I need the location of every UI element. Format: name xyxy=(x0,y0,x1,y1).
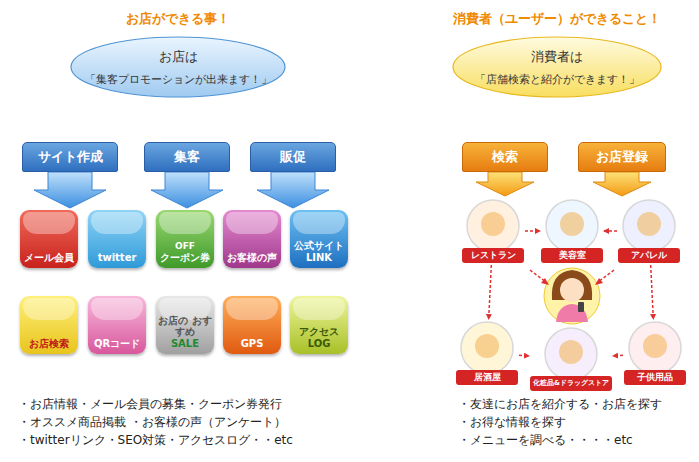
category-band: 子供用品 xyxy=(624,370,686,385)
item xyxy=(643,334,667,358)
category-circle xyxy=(541,198,603,254)
icon-text: お店の おすすめ xyxy=(158,315,212,338)
shop-category: 化粧品&ドラッグストア xyxy=(530,326,612,392)
app-icon: お店の おすすめSALE xyxy=(156,296,214,354)
app-icon: メール会員 xyxy=(20,210,78,268)
icon-text: 公式サイト LINK xyxy=(292,240,346,263)
dashed-arrow xyxy=(613,355,623,357)
category-circle xyxy=(456,320,518,376)
ellipse-box: お店は「集客プロモーションが出来ます！」 xyxy=(70,36,286,98)
icon-text: GPS xyxy=(241,338,264,350)
shop-category: アパレル xyxy=(618,198,680,264)
category-circle xyxy=(624,320,686,376)
item xyxy=(559,340,583,364)
bullet-line: ・友達にお店を紹介する・お店を探す xyxy=(458,396,662,413)
orange-arrows xyxy=(476,172,651,196)
ellipse-text: 「集客プロモーションが出来ます！」 xyxy=(85,72,272,87)
item xyxy=(475,334,499,358)
app-icon: OFFクーポン券 xyxy=(156,210,214,268)
category-circle xyxy=(618,198,680,254)
icon-text: クーポン券 xyxy=(160,252,210,264)
tab-text: 検索 xyxy=(492,148,518,166)
center-arrows xyxy=(530,270,614,282)
app-icon: GPS xyxy=(223,296,281,354)
woman-illustration xyxy=(544,268,600,324)
dashed-arrow xyxy=(651,265,654,319)
circle xyxy=(546,200,598,252)
app-icon: アクセス LOG xyxy=(290,296,348,354)
circle xyxy=(545,328,597,380)
section-heading: お店ができる事！ xyxy=(126,10,230,28)
ellipse-text: 「店舗検索と紹介ができます！」 xyxy=(475,72,640,87)
app-icon: 公式サイト LINK xyxy=(290,210,348,268)
shop-category: 居酒屋 xyxy=(456,320,518,386)
category-band: レストラン xyxy=(462,248,524,263)
category-text: 子供用品 xyxy=(637,371,673,384)
ellipse-text: お店は xyxy=(159,48,198,66)
item xyxy=(637,212,661,236)
shop-category: 子供用品 xyxy=(624,320,686,386)
tab-label: 集客 xyxy=(144,142,230,172)
tab-label: サイト作成 xyxy=(22,142,118,172)
app-icon: QRコード xyxy=(88,296,146,354)
ellipse-text: 消費者は xyxy=(531,48,583,66)
dashed-arrow xyxy=(525,230,540,232)
shop-category: レストラン xyxy=(462,198,524,264)
ellipse-outline xyxy=(452,36,662,98)
app-icon: お店検索 xyxy=(20,296,78,354)
category-text: 居酒屋 xyxy=(474,371,501,384)
icon-text: アクセス LOG xyxy=(292,326,346,349)
tab-text: 集客 xyxy=(174,148,200,166)
icon-text: OFF xyxy=(175,241,195,251)
icon-text: twitter xyxy=(98,252,137,264)
center-arrowheads xyxy=(541,278,603,285)
circle xyxy=(467,200,519,252)
section-heading: 消費者（ユーザー）ができること！ xyxy=(453,10,661,28)
tab-label: お店登録 xyxy=(578,142,666,172)
category-band: 居酒屋 xyxy=(456,370,518,385)
icon-text: お客様の声 xyxy=(227,252,277,264)
item xyxy=(481,212,505,236)
ellipse xyxy=(71,37,285,97)
category-band: アパレル xyxy=(618,248,680,263)
category-text: 化粧品&ドラッグストア xyxy=(533,379,609,388)
app-icon: twitter xyxy=(88,210,146,268)
bullet-line: ・オススメ商品掲載 ・お客様の声（アンケート） xyxy=(18,414,286,431)
tab-label: 検索 xyxy=(462,142,548,172)
dashed-arrow xyxy=(489,265,492,319)
tab-text: 販促 xyxy=(280,148,306,166)
bullet-line: ・お店情報・メール会員の募集・クーポン券発行 xyxy=(18,396,282,413)
category-text: 美容室 xyxy=(559,249,586,262)
bullet-line: ・お得な情報を探す xyxy=(458,414,566,431)
category-circle xyxy=(530,326,612,382)
ellipse-box: 消費者は「店舗検索と紹介ができます！」 xyxy=(452,36,662,98)
icon-text: お店検索 xyxy=(29,338,69,350)
icon-text: QRコード xyxy=(94,338,140,350)
ellipse xyxy=(453,37,661,97)
icon-text: メール会員 xyxy=(24,252,74,264)
tab-label: 販促 xyxy=(250,142,336,172)
bullet-line: ・twitterリンク・SEO対策・アクセスログ・・etc xyxy=(18,432,293,449)
bullet-line: ・メニューを調べる・・・・etc xyxy=(458,432,633,449)
category-band: 美容室 xyxy=(541,248,603,263)
category-circle xyxy=(462,198,524,254)
circle xyxy=(461,322,513,374)
ellipse-outline xyxy=(70,36,286,98)
app-icon: お客様の声 xyxy=(223,210,281,268)
category-text: アパレル xyxy=(631,249,667,262)
dashed-arrow xyxy=(604,230,617,232)
circle xyxy=(623,200,675,252)
icon-text: SALE xyxy=(171,338,199,350)
blue-arrows xyxy=(34,172,329,208)
circle xyxy=(629,322,681,374)
dashed-arrow xyxy=(519,355,529,357)
tab-text: サイト作成 xyxy=(38,148,103,166)
tab-text: お店登録 xyxy=(596,148,648,166)
category-text: レストラン xyxy=(471,249,516,262)
item xyxy=(560,212,584,236)
category-band: 化粧品&ドラッグストア xyxy=(530,376,612,391)
shop-category: 美容室 xyxy=(541,198,603,264)
